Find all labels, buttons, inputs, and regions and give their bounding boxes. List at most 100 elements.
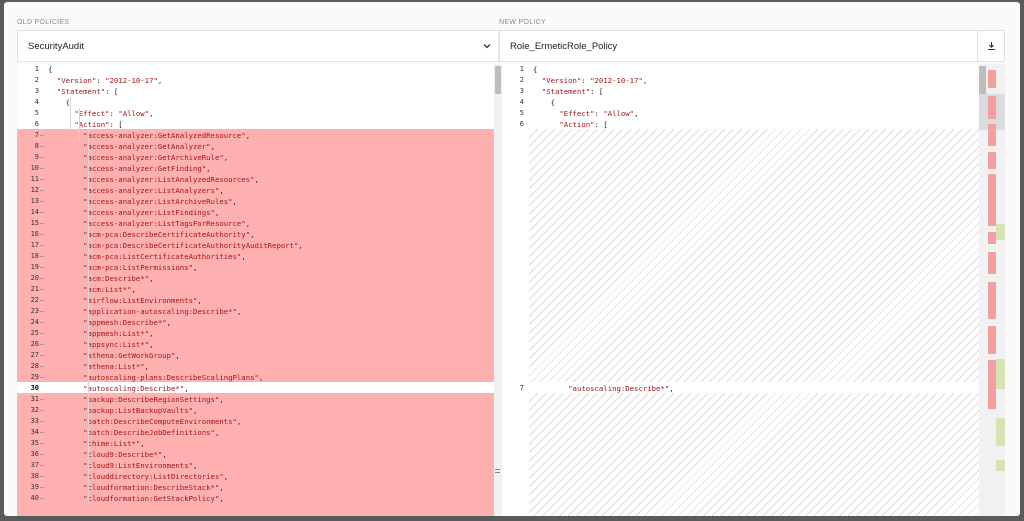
line-number: 16 xyxy=(30,230,39,238)
overview-deleted-mark xyxy=(988,252,996,274)
left-scrollbar-thumb[interactable] xyxy=(495,66,501,94)
line-number: 20 xyxy=(30,274,39,282)
line-number: 10 xyxy=(30,164,39,172)
deleted-line-marker: — xyxy=(40,186,45,194)
new-policy-label: NEW POLICY xyxy=(499,19,546,26)
code-line: "cloudformation:GetStackPolicy", xyxy=(83,494,224,503)
deleted-line-marker: — xyxy=(40,351,45,359)
code-line: "acm-pca:ListPermissions", xyxy=(83,263,198,272)
line-number: 3 xyxy=(34,87,39,95)
overview-deleted-mark xyxy=(988,326,996,354)
overview-added-mark xyxy=(996,224,1005,240)
code-line: "acm-pca:ListCertificateAuthorities", xyxy=(83,252,246,261)
code-line: "access-analyzer:ListFindings", xyxy=(83,208,220,217)
deleted-line-marker: — xyxy=(40,472,45,480)
code-line: "access-analyzer:GetArchiveRule", xyxy=(83,153,229,162)
deleted-line-marker: — xyxy=(40,362,45,370)
deleted-line-marker: — xyxy=(40,296,45,304)
deleted-line-marker: — xyxy=(40,329,45,337)
old-policy-editor[interactable]: 1{2 "Version": "2012-10-17",3 "Statement… xyxy=(17,64,502,516)
left-scrollbar[interactable] xyxy=(494,64,502,516)
line-number: 21 xyxy=(30,285,39,293)
overview-deleted-mark xyxy=(988,96,996,119)
deleted-line-marker: — xyxy=(40,395,45,403)
line-number: 5 xyxy=(519,109,524,117)
line-number: 3 xyxy=(519,87,524,95)
missing-lines-placeholder xyxy=(529,393,979,516)
line-number: 4 xyxy=(519,98,524,106)
overview-deleted-mark xyxy=(988,124,996,146)
deleted-line-marker: — xyxy=(40,483,45,491)
line-number: 24 xyxy=(30,318,39,326)
line-number: 29 xyxy=(30,373,39,381)
line-number: 17 xyxy=(30,241,39,249)
code-line: "access-analyzer:ListTagsForResource", xyxy=(83,219,251,228)
deleted-line-marker: — xyxy=(40,175,45,183)
code-line: { xyxy=(48,65,53,74)
right-scrollbar-thumb[interactable] xyxy=(979,66,986,94)
code-line: "Version": "2012-10-17", xyxy=(541,76,648,85)
chevron-down-icon[interactable] xyxy=(476,43,498,49)
code-line: "access-analyzer:GetAnalyzedResource", xyxy=(83,131,251,140)
download-icon[interactable] xyxy=(977,31,1004,61)
deleted-line-marker: — xyxy=(40,373,45,381)
deleted-line-marker: — xyxy=(40,164,45,172)
overview-deleted-mark xyxy=(988,70,996,88)
code-line: "cloud9:ListEnvironments", xyxy=(83,461,198,470)
code-line: "appmesh:List*", xyxy=(83,329,154,338)
overview-added-mark xyxy=(996,359,1005,389)
resize-grip-icon[interactable] xyxy=(495,469,500,473)
line-number: 32 xyxy=(30,406,39,414)
deleted-line-marker: — xyxy=(40,340,45,348)
deleted-line-marker: — xyxy=(40,197,45,205)
deleted-line-marker: — xyxy=(40,131,45,139)
code-line: "autoscaling-plans:DescribeScalingPlans"… xyxy=(83,373,264,382)
line-number: 22 xyxy=(30,296,39,304)
deleted-line-marker: — xyxy=(40,318,45,326)
deleted-line-marker: — xyxy=(40,241,45,249)
deleted-line-marker: — xyxy=(40,439,45,447)
line-number: 27 xyxy=(30,351,39,359)
deleted-line-marker: — xyxy=(40,450,45,458)
deleted-line-marker: — xyxy=(40,219,45,227)
line-number: 12 xyxy=(30,186,39,194)
deleted-line-marker: — xyxy=(40,230,45,238)
code-line: "appmesh:Describe*", xyxy=(83,318,172,327)
overview-deleted-mark xyxy=(988,282,996,319)
line-number: 19 xyxy=(30,263,39,271)
old-policy-dropdown[interactable]: SecurityAudit xyxy=(17,30,499,62)
line-number: 36 xyxy=(30,450,39,458)
line-number: 33 xyxy=(30,417,39,425)
line-number: 30 xyxy=(30,384,39,392)
line-number: 38 xyxy=(30,472,39,480)
code-line: "access-analyzer:ListArchiveRules", xyxy=(83,197,237,206)
code-line: "acm:List*", xyxy=(83,285,136,294)
code-line: "access-analyzer:GetAnalyzer", xyxy=(83,142,215,151)
line-number: 6 xyxy=(519,120,524,128)
line-number: 8 xyxy=(34,142,39,150)
line-number: 2 xyxy=(34,76,39,84)
deleted-line-marker: — xyxy=(40,285,45,293)
line-number: 13 xyxy=(30,197,39,205)
code-line: "batch:DescribeComputeEnvironments", xyxy=(83,417,242,426)
code-line: { xyxy=(48,98,70,107)
new-policy-editor[interactable]: 1{2 "Version": "2012-10-17",3 "Statement… xyxy=(502,64,1005,516)
code-line: "airflow:ListEnvironments", xyxy=(83,296,202,305)
code-line: "batch:DescribeJobDefinitions", xyxy=(83,428,220,437)
code-line: "chime:List*", xyxy=(83,439,145,448)
old-policies-label: OLD POLICIES xyxy=(17,19,70,26)
line-number: 23 xyxy=(30,307,39,315)
code-line: "access-analyzer:GetFinding", xyxy=(83,164,211,173)
indent-guide xyxy=(79,108,81,141)
code-line: "athena:List*", xyxy=(83,362,150,371)
code-line: "Effect": "Allow", xyxy=(559,109,639,118)
line-number: 26 xyxy=(30,340,39,348)
code-line: "autoscaling:Describe*", xyxy=(83,384,189,393)
deleted-lines-block xyxy=(17,129,502,382)
code-line: { xyxy=(533,98,555,107)
code-line: "acm-pca:DescribeCertificateAuthorityAud… xyxy=(83,241,303,250)
deleted-line-marker: — xyxy=(40,307,45,315)
overview-added-mark xyxy=(996,460,1005,471)
overview-deleted-mark xyxy=(988,174,996,226)
missing-lines-placeholder xyxy=(529,129,979,382)
